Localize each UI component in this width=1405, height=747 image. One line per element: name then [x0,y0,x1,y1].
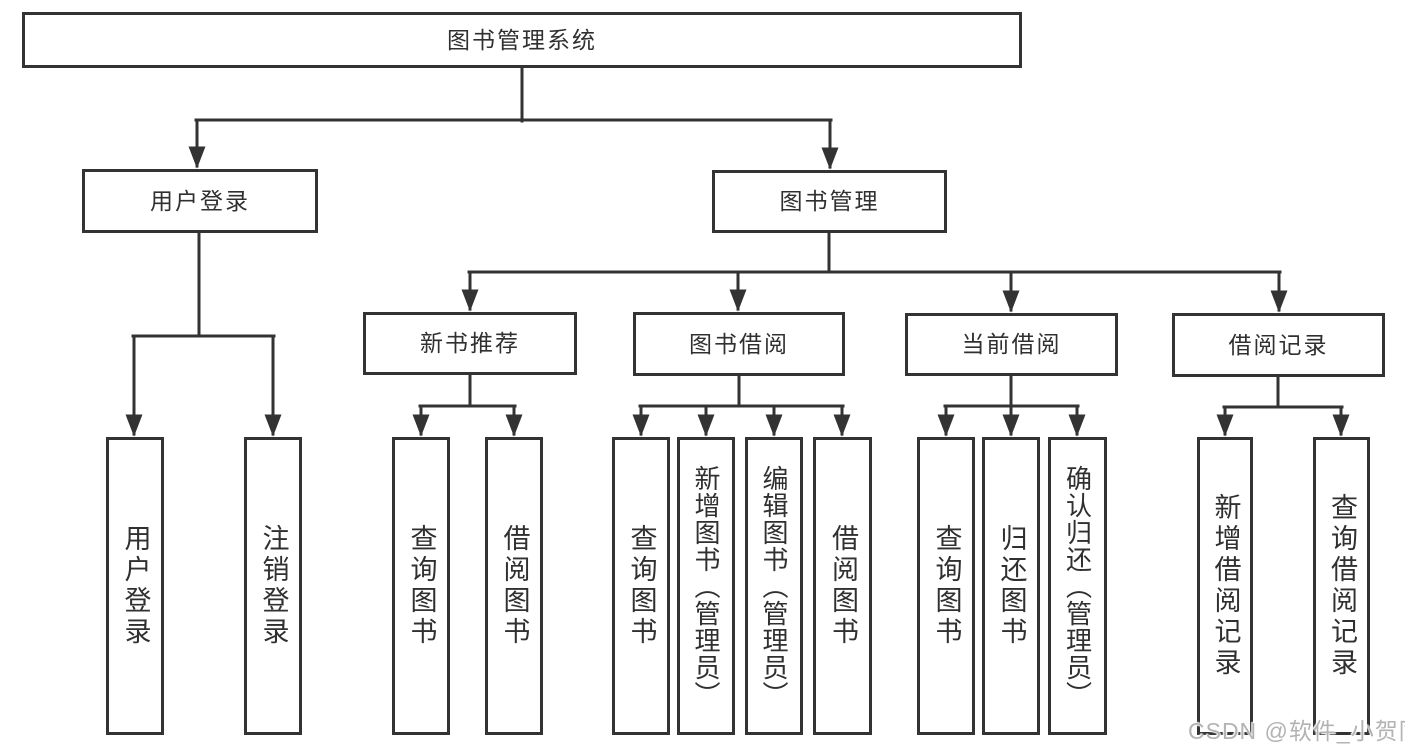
leaf-confirm-return-admin: 确认归还（管理员） [1048,437,1107,735]
node-book-borrow: 图书借阅 [633,312,845,376]
node-label: 注销登录 [258,524,289,648]
leaf-borrow-books: 借阅图书 [485,437,543,735]
node-label: 图书借阅 [689,330,789,357]
node-label: 图书管理系统 [447,26,597,53]
node-label: 新书推荐 [420,330,520,356]
node-label: 查询借阅记录 [1327,493,1357,679]
node-label: 查询图书 [626,524,657,648]
leaf-edit-books-admin: 编辑图书（管理员） [745,437,803,735]
leaf-query-books: 查询图书 [392,437,450,735]
node-label: 归还图书 [996,524,1027,648]
leaf-logout: 注销登录 [244,437,302,735]
node-label: 编辑图书（管理员） [759,464,789,708]
node-root-library-system: 图书管理系统 [22,12,1022,68]
node-current-borrow: 当前借阅 [905,313,1118,376]
node-label: 当前借阅 [961,331,1062,357]
node-user-login: 用户登录 [82,169,318,233]
node-label: 用户登录 [150,187,250,214]
node-label: 用户登录 [120,524,151,648]
node-label: 图书管理 [779,188,880,214]
leaf-return-books: 归还图书 [982,437,1040,735]
leaf-query-books: 查询图书 [612,437,670,735]
leaf-query-books: 查询图书 [917,437,975,735]
node-label: 查询图书 [931,524,962,648]
node-book-management: 图书管理 [712,170,947,233]
node-label: 借阅图书 [828,524,858,648]
leaf-user-login: 用户登录 [106,437,164,735]
node-label: 借阅图书 [499,524,530,648]
node-label: 确认归还（管理员） [1062,464,1093,708]
leaf-add-borrow-record: 新增借阅记录 [1197,437,1253,735]
node-new-book-recommend: 新书推荐 [363,312,577,375]
csdn-watermark: CSDN @软件_小贺同学 [1188,718,1405,744]
node-label: 新增图书（管理员） [691,464,721,708]
leaf-add-books-admin: 新增图书（管理员） [677,437,735,735]
node-borrow-records: 借阅记录 [1172,313,1385,377]
leaf-query-borrow-record: 查询借阅记录 [1313,437,1370,735]
node-label: 查询图书 [406,524,437,648]
node-label: 借阅记录 [1228,331,1329,358]
node-label: 新增借阅记录 [1210,493,1241,679]
leaf-borrow-books: 借阅图书 [813,437,872,735]
